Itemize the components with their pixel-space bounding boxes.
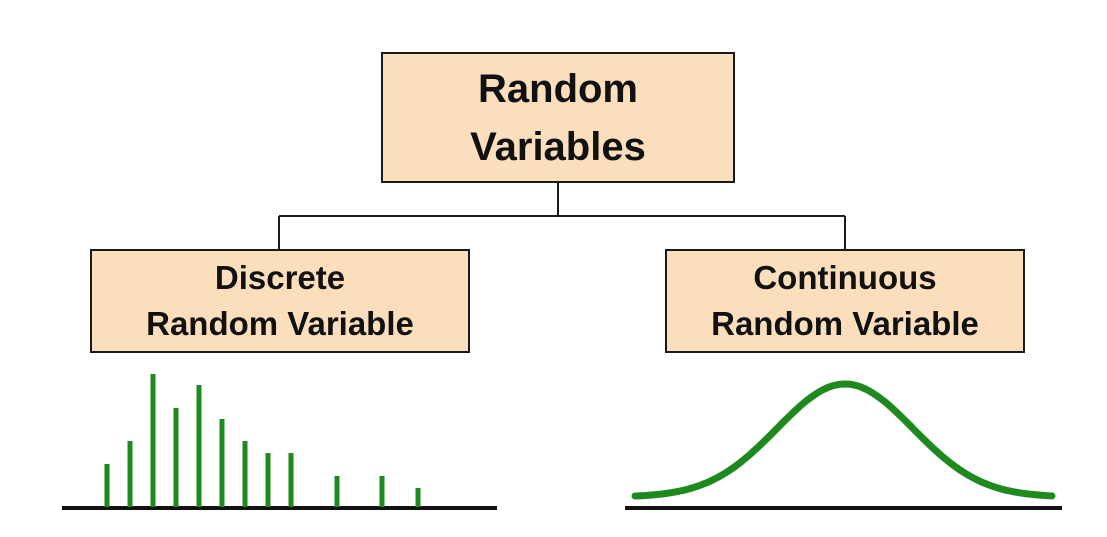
vertical-bars-icon: [104, 374, 421, 507]
discrete-random-variable-box: Discrete Random Variable: [90, 249, 470, 353]
continuous-line-2: Random Variable: [711, 305, 979, 342]
tree-connectors: [278, 183, 846, 249]
continuous-line-1: Continuous: [753, 259, 937, 296]
continuous-plot: [625, 380, 1062, 510]
discrete-plot: [62, 374, 497, 510]
continuous-random-variable-box: Continuous Random Variable: [665, 249, 1025, 353]
root-line-2: Variables: [470, 124, 646, 169]
bell-curve-icon: [631, 380, 1056, 500]
discrete-line-2: Random Variable: [146, 305, 414, 342]
random-variables-box: Random Variables: [381, 52, 735, 183]
root-line-1: Random: [478, 66, 638, 111]
discrete-line-1: Discrete: [214, 259, 346, 296]
